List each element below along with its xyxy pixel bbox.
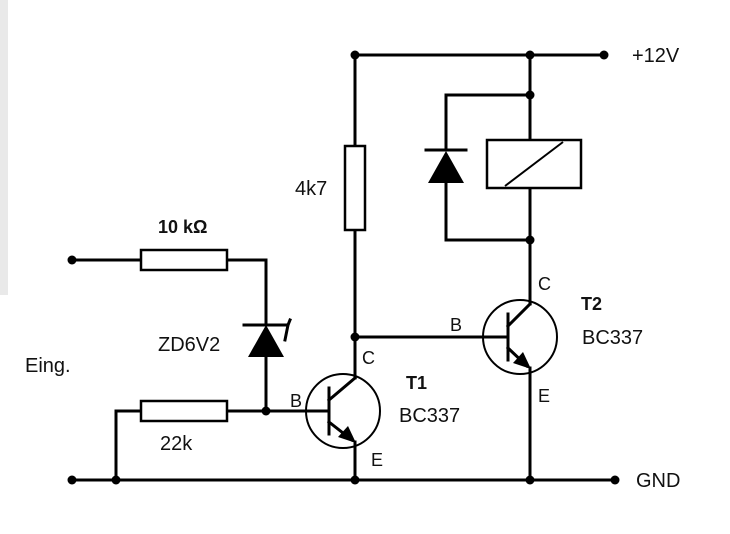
- wires: [70, 53, 617, 482]
- junction-relay-top: [525, 90, 535, 100]
- junction-t1-collector: [350, 332, 360, 342]
- label-input: Eing.: [25, 355, 71, 377]
- transistor-t1: [305, 368, 381, 450]
- diode-loop-bottom: [444, 181, 532, 242]
- diode-loop-top: [444, 93, 532, 152]
- junction-relay-bottom: [525, 235, 535, 245]
- terminal-ground-left: [67, 475, 77, 485]
- label-ground: GND: [636, 470, 680, 492]
- junction-top-left: [350, 50, 360, 60]
- label-t2-collector: C: [538, 274, 551, 294]
- terminal-input: [67, 255, 77, 265]
- label-supply: +12V: [632, 45, 680, 67]
- label-t2-emitter: E: [538, 386, 550, 406]
- label-t2-base: B: [450, 315, 462, 335]
- transistor-t2: [482, 296, 558, 380]
- resistor-4k7: [343, 144, 367, 232]
- label-t2-name: T2: [581, 294, 602, 314]
- junction-ground-t1: [350, 475, 360, 485]
- zener-diode: [242, 318, 292, 357]
- supply-rail: [353, 53, 607, 147]
- relay-coil: [485, 138, 583, 190]
- label-zener: ZD6V2: [158, 334, 220, 356]
- label-t1-emitter: E: [371, 450, 383, 470]
- left-edge-shade: [0, 0, 8, 295]
- junction-top-relay: [525, 50, 535, 60]
- label-r10k: 10 kΩ: [158, 217, 207, 237]
- label-t1-type: BC337: [399, 405, 460, 427]
- r10k-out-wire: [225, 258, 268, 327]
- terminal-ground: [610, 475, 620, 485]
- label-t1-collector: C: [362, 348, 375, 368]
- label-r22k: 22k: [160, 433, 193, 455]
- flyback-diode: [424, 148, 468, 183]
- junction-ground-t2: [525, 475, 535, 485]
- label-t1-base: B: [290, 391, 302, 411]
- junctions: [67, 50, 620, 485]
- label-r4k7: 4k7: [295, 178, 327, 200]
- junction-t1-base: [261, 406, 271, 416]
- label-t2-type: BC337: [582, 327, 643, 349]
- r22k-left-wire: [114, 409, 143, 482]
- resistor-22k: [139, 399, 229, 423]
- resistor-10k: [139, 248, 229, 272]
- terminal-supply: [599, 50, 609, 60]
- junction-ground-22k: [111, 475, 121, 485]
- label-t1-name: T1: [406, 373, 427, 393]
